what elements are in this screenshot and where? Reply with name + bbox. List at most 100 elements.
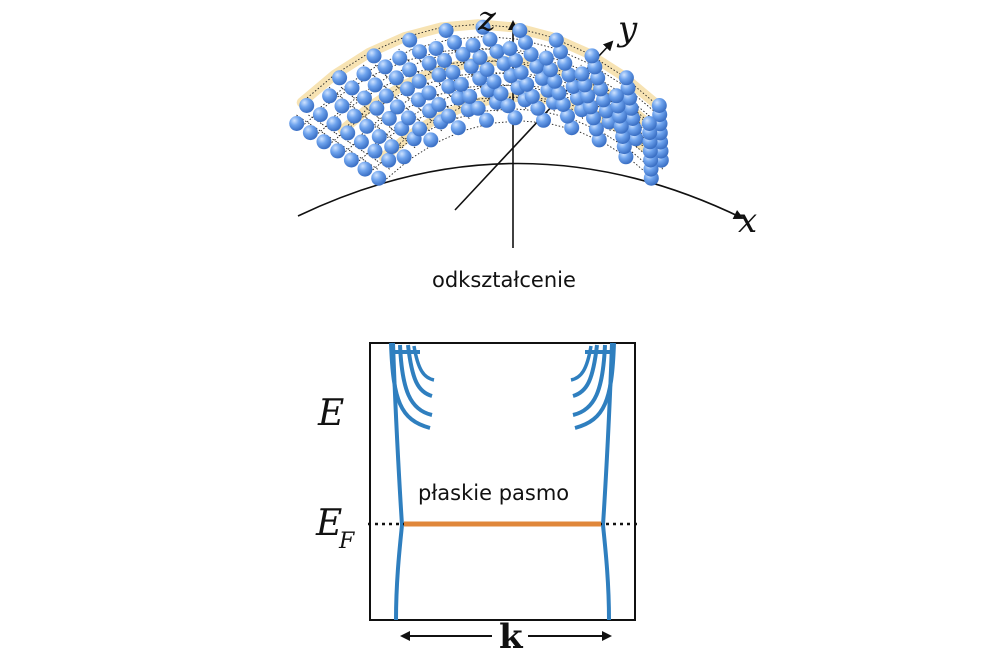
atom — [462, 88, 478, 104]
bond-horizontal — [548, 122, 577, 132]
band-right-outer — [600, 342, 614, 621]
atom — [392, 50, 408, 66]
atom — [530, 100, 546, 116]
atom — [548, 32, 564, 48]
atom-dimer — [343, 134, 369, 168]
bond-horizontal — [491, 48, 527, 52]
atom — [356, 66, 372, 82]
lattice-atoms — [289, 19, 669, 186]
atom — [402, 62, 417, 78]
energy-axis-label: E — [317, 393, 344, 434]
atom — [507, 110, 523, 126]
atom-dimer — [357, 143, 383, 177]
atom-dimer — [371, 152, 397, 186]
atom — [421, 55, 437, 71]
atom — [482, 31, 498, 47]
atom — [551, 85, 567, 101]
bond-horizontal — [555, 48, 591, 65]
atom — [367, 77, 383, 93]
atom — [334, 98, 350, 114]
atom — [574, 66, 590, 82]
atom — [381, 111, 397, 126]
x-axis-label: x — [738, 201, 757, 241]
atom-dimer — [316, 116, 342, 150]
atom-dimer — [346, 90, 372, 124]
atom — [431, 97, 447, 112]
atom-dimer — [330, 125, 356, 159]
atom — [475, 19, 491, 35]
atom-dimer — [411, 55, 437, 89]
atom — [547, 73, 563, 89]
atom-dimer — [479, 44, 505, 77]
atom-dimer — [508, 35, 533, 68]
bond-horizontal — [424, 51, 459, 61]
atom — [618, 70, 634, 86]
bond-horizontal — [449, 35, 486, 40]
atom-dimer — [472, 31, 498, 65]
bond-horizontal — [463, 122, 492, 132]
atom-dimer — [389, 81, 415, 115]
band-structure-plot: płaskie pasmo E E F k — [315, 342, 638, 657]
x-axis-curve — [297, 162, 744, 220]
atom — [371, 170, 387, 186]
atom — [455, 46, 471, 62]
atom — [330, 143, 346, 159]
atom — [421, 85, 437, 101]
atom-dimer — [431, 79, 457, 112]
atom — [479, 112, 494, 128]
atom — [316, 134, 332, 150]
band-left-1 — [389, 342, 431, 430]
atom-dimer — [441, 90, 466, 124]
atom — [412, 44, 427, 60]
band-right-2 — [572, 344, 607, 417]
k-label: k — [499, 617, 524, 657]
atom — [560, 108, 575, 124]
atom — [553, 44, 568, 60]
atom — [423, 132, 439, 148]
atom — [584, 48, 600, 64]
atom — [508, 53, 523, 68]
bond-horizontal — [592, 74, 625, 96]
atom — [411, 73, 427, 89]
flat-band-label: płaskie pasmo — [418, 481, 569, 505]
atom — [378, 88, 394, 104]
atom — [500, 98, 516, 114]
bond-horizontal — [519, 120, 549, 124]
atom-dimer — [402, 44, 427, 78]
atom — [518, 35, 533, 50]
atom-dimer — [371, 111, 397, 144]
atom-dimer — [437, 35, 462, 68]
atom — [384, 139, 400, 155]
atom — [344, 80, 360, 96]
atom-dimer — [641, 98, 667, 131]
atom — [402, 32, 418, 48]
atom — [353, 134, 369, 150]
atom-dimer — [555, 79, 581, 112]
atom — [399, 81, 415, 97]
bond-horizontal — [441, 23, 479, 28]
atom-dimer — [322, 70, 348, 104]
atom — [608, 88, 624, 104]
bond-horizontal — [559, 59, 593, 76]
atom — [289, 116, 305, 131]
atom — [326, 116, 342, 132]
atom — [445, 64, 461, 80]
atom — [641, 116, 657, 131]
atom — [502, 41, 518, 56]
atom — [369, 100, 385, 116]
atom — [441, 79, 457, 94]
atom-dimer — [502, 23, 528, 56]
atom — [438, 23, 454, 38]
atom — [523, 46, 539, 62]
strained-lattice: z y x odkształcenie — [289, 0, 757, 292]
atom-dimer — [401, 92, 426, 126]
atom — [356, 90, 372, 106]
atom — [367, 143, 383, 159]
atom — [388, 70, 404, 86]
atom — [359, 118, 375, 134]
band-left-2 — [398, 344, 433, 417]
atom — [389, 99, 405, 115]
atom — [312, 107, 328, 123]
atom — [428, 41, 444, 56]
